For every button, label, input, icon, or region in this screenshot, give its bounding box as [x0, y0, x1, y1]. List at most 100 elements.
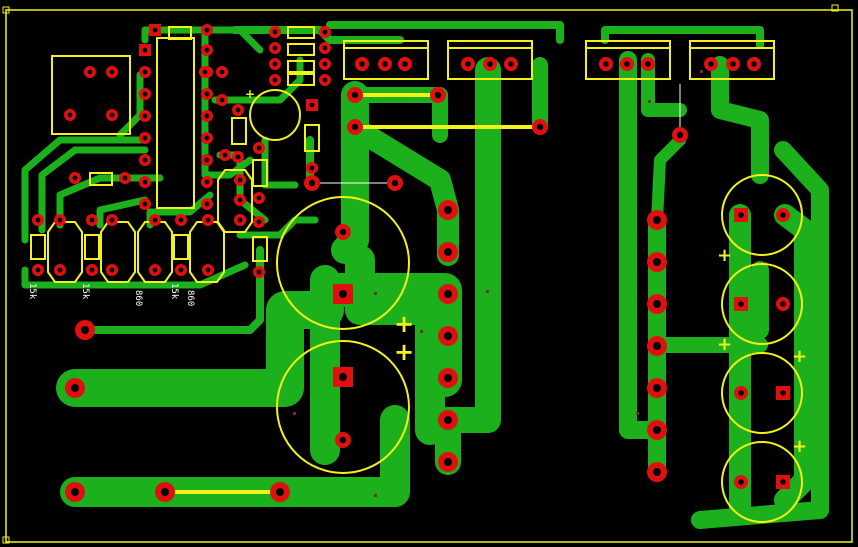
drill-hole: [109, 267, 115, 273]
via: [293, 412, 296, 415]
big-capacitor-1-outline: [276, 196, 410, 330]
drill-hole: [444, 458, 452, 466]
plus-mark-cap2: +: [394, 338, 414, 366]
drill-hole: [142, 69, 148, 75]
drill-hole: [276, 488, 284, 496]
drill-hole: [81, 326, 89, 334]
drill-hole: [222, 152, 228, 158]
drill-hole: [653, 258, 661, 266]
trace-right-rail-1: [619, 51, 664, 439]
drill-hole: [322, 45, 328, 51]
trace-top-long2: [326, 21, 564, 44]
drill-hole: [142, 91, 148, 97]
drill-hole: [142, 47, 148, 53]
resistor-r1: [30, 234, 46, 260]
connector-j1-outline: [343, 40, 429, 80]
drill-hole: [444, 206, 452, 214]
drill-hole: [237, 197, 243, 203]
trace-right-channel: [435, 57, 501, 475]
trace-right-caps-2: [731, 261, 769, 359]
drill-hole: [237, 177, 243, 183]
drill-hole: [272, 45, 278, 51]
drill-hole: [603, 61, 609, 67]
trimmer-5-outline: [217, 169, 253, 233]
drill-hole: [351, 123, 359, 131]
drill-hole: [35, 267, 41, 273]
drill-hole: [444, 416, 452, 424]
drill-hole: [219, 97, 225, 103]
drill-hole: [142, 201, 148, 207]
drill-hole: [730, 61, 736, 67]
drill-hole: [444, 248, 452, 256]
label-r2: 15k: [80, 283, 90, 300]
drill-hole: [71, 384, 79, 392]
drill-hole: [204, 135, 210, 141]
plus-mark-right3: +: [792, 346, 807, 367]
drill-hole: [780, 390, 786, 396]
drill-hole: [152, 27, 158, 33]
drill-hole: [444, 332, 452, 340]
trace-center-diag: [344, 117, 459, 266]
drill-hole: [204, 27, 210, 33]
silk-labels: 15k 15k 860 15k 860: [27, 283, 195, 306]
component-box-left: [51, 55, 131, 135]
drill-hole: [653, 468, 661, 476]
drill-hole: [72, 175, 78, 181]
drill-hole: [339, 436, 347, 444]
trimmer-1-outline: [47, 221, 83, 283]
drill-hole: [178, 217, 184, 223]
drill-hole: [142, 135, 148, 141]
diode-d2: [287, 43, 315, 56]
drill-hole: [205, 267, 211, 273]
drill-hole: [109, 112, 115, 118]
drill-hole: [204, 113, 210, 119]
drill-hole: [204, 179, 210, 185]
trace-right-rail-3: [711, 56, 769, 184]
drill-hole: [256, 145, 262, 151]
diode-d3: [287, 60, 315, 73]
drill-hole: [322, 77, 328, 83]
trace-left-4: [96, 196, 149, 229]
resistor-r6: [252, 236, 268, 262]
drill-hole: [57, 267, 63, 273]
drill-hole: [256, 195, 262, 201]
ic-notch: [168, 26, 192, 40]
drill-hole: [536, 123, 544, 131]
drill-hole: [653, 384, 661, 392]
drill-hole: [152, 267, 158, 273]
drill-hole: [676, 131, 684, 139]
big-capacitor-2-outline: [276, 340, 410, 474]
plus-mark-right2: +: [717, 334, 732, 355]
trace-center-vert: [331, 81, 369, 264]
drill-hole: [67, 112, 73, 118]
via: [486, 290, 489, 293]
trace-right-caps: [729, 204, 816, 521]
label-r3: 860: [133, 290, 143, 306]
drill-hole: [272, 29, 278, 35]
drill-hole: [444, 374, 452, 382]
drill-hole: [391, 179, 399, 187]
via: [648, 100, 651, 103]
diode-d1: [287, 26, 315, 39]
cap-right-4-outline: [721, 441, 803, 523]
resistor-r10: [89, 172, 113, 186]
drill-hole: [653, 342, 661, 350]
polarity-marks: + + + + + + +: [245, 87, 807, 457]
cap-right-3-outline: [721, 352, 803, 434]
corner-marker-tr: [831, 4, 839, 12]
drill-hole: [237, 217, 243, 223]
drill-hole: [738, 301, 744, 307]
drill-hole: [152, 217, 158, 223]
drill-hole: [653, 426, 661, 434]
drill-hole: [256, 219, 262, 225]
drill-hole: [339, 373, 347, 381]
trimmer-2-outline: [100, 221, 136, 283]
drill-hole: [322, 61, 328, 67]
cap-right-2-outline: [721, 263, 803, 345]
drill-hole: [708, 61, 714, 67]
drill-hole: [204, 201, 210, 207]
resistor-r3: [173, 234, 189, 260]
drill-hole: [309, 165, 315, 171]
drill-hole: [142, 179, 148, 185]
